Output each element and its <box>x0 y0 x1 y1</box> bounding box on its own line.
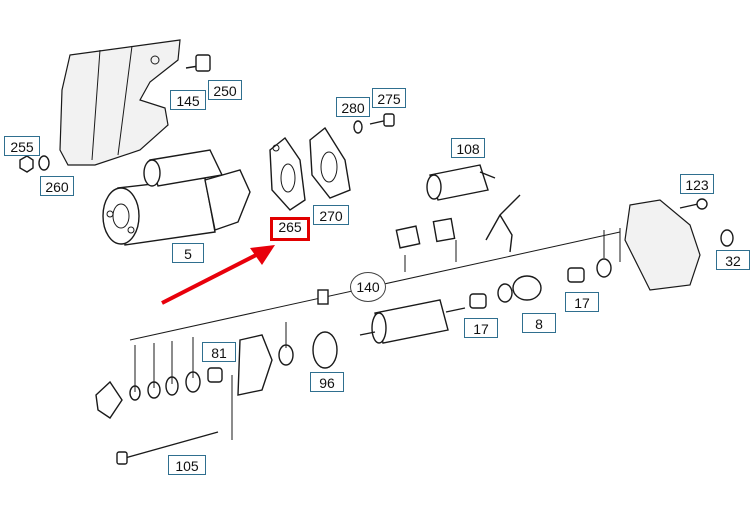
callout-275[interactable]: 275 <box>372 88 406 108</box>
end-cover-icon <box>207 334 294 396</box>
callout-81[interactable]: 81 <box>202 342 236 362</box>
callout-17-left[interactable]: 17 <box>464 318 498 338</box>
armature-icon <box>359 299 466 344</box>
callout-105[interactable]: 105 <box>168 455 206 475</box>
heat-shield-icon <box>59 39 181 166</box>
callout-17-right[interactable]: 17 <box>565 292 599 312</box>
brush-holder-icon <box>312 289 338 369</box>
drive-end-housing-icon <box>624 198 734 291</box>
callout-108[interactable]: 108 <box>451 138 485 158</box>
callout-145[interactable]: 145 <box>170 90 206 110</box>
callout-270[interactable]: 270 <box>313 205 349 225</box>
callout-265[interactable]: 265 <box>270 217 310 241</box>
washer-icon <box>95 371 201 419</box>
solenoid-icon <box>426 164 496 201</box>
screw-icon <box>353 113 395 134</box>
callout-140[interactable]: 140 <box>350 272 386 302</box>
through-bolt-icon <box>116 431 219 465</box>
callout-96[interactable]: 96 <box>310 372 344 392</box>
shift-fork-icon <box>485 194 521 253</box>
bolt-icon <box>185 54 211 72</box>
callout-8[interactable]: 8 <box>522 313 556 333</box>
callout-250[interactable]: 250 <box>208 80 242 100</box>
callout-260[interactable]: 260 <box>40 176 74 196</box>
callout-32[interactable]: 32 <box>716 250 750 270</box>
callout-123[interactable]: 123 <box>680 174 714 194</box>
starter-motor-icon <box>102 149 251 246</box>
gasket-icon <box>309 126 351 199</box>
gasket-icon <box>269 136 306 211</box>
callout-255[interactable]: 255 <box>4 136 40 156</box>
pinion-gear-icon <box>469 258 612 309</box>
callout-280[interactable]: 280 <box>336 97 370 117</box>
nut-icon <box>19 155 50 173</box>
brush-icon <box>395 217 456 249</box>
highlight-arrow <box>161 245 275 305</box>
callout-5[interactable]: 5 <box>172 243 204 263</box>
